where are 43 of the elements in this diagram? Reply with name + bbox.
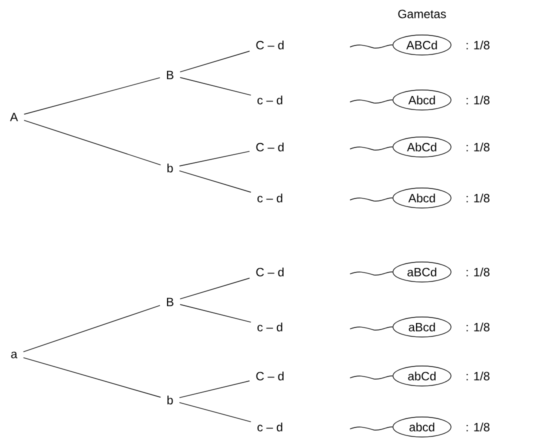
branch-line bbox=[179, 402, 252, 422]
branch-line bbox=[179, 170, 252, 193]
allele-label: c – d bbox=[258, 422, 282, 432]
probability-text: : 1/8 bbox=[466, 40, 490, 50]
branch-line bbox=[180, 278, 250, 300]
branch-line bbox=[180, 77, 252, 96]
branch-line bbox=[23, 357, 161, 398]
allele-label: b bbox=[167, 396, 173, 404]
probability-text: : 1/8 bbox=[466, 142, 490, 152]
gamete-oval: abcd bbox=[392, 416, 452, 438]
allele-label: c – d bbox=[258, 96, 282, 104]
gamete-oval: Abcd bbox=[392, 90, 452, 110]
allele-label: A bbox=[10, 112, 18, 122]
allele-label: C – d bbox=[256, 268, 284, 276]
probability-text: : 1/8 bbox=[466, 322, 490, 332]
gamete-oval: AbCd bbox=[392, 136, 452, 158]
allele-label: C – d bbox=[256, 372, 284, 380]
column-heading: Gametas bbox=[398, 10, 446, 18]
branch-line bbox=[180, 50, 250, 72]
probability-text: : 1/8 bbox=[466, 372, 490, 380]
allele-label: a bbox=[11, 352, 18, 358]
branch-line bbox=[23, 305, 160, 352]
branch-line bbox=[179, 380, 250, 398]
branch-line bbox=[24, 77, 160, 115]
probability-text: : 1/8 bbox=[466, 268, 490, 276]
allele-label: B bbox=[167, 70, 174, 80]
allele-label: c – d bbox=[258, 194, 282, 202]
probability-text: : 1/8 bbox=[466, 422, 490, 432]
branch-line bbox=[179, 150, 250, 166]
probability-text: : 1/8 bbox=[466, 194, 490, 202]
allele-label: C – d bbox=[256, 40, 284, 50]
gamete-oval: aBcd bbox=[392, 316, 452, 338]
gamete-oval: aBCd bbox=[392, 262, 452, 282]
gamete-oval: Abcd bbox=[392, 188, 452, 208]
allele-label: C – d bbox=[256, 142, 284, 152]
gamete-oval: abCd bbox=[392, 366, 452, 386]
allele-label: c – d bbox=[258, 322, 282, 332]
gamete-oval: ABCd bbox=[392, 34, 452, 56]
branch-line bbox=[24, 120, 161, 166]
probability-text: : 1/8 bbox=[466, 96, 490, 104]
allele-label: B bbox=[167, 298, 174, 306]
allele-label: b bbox=[167, 164, 173, 172]
branch-line bbox=[180, 304, 252, 323]
